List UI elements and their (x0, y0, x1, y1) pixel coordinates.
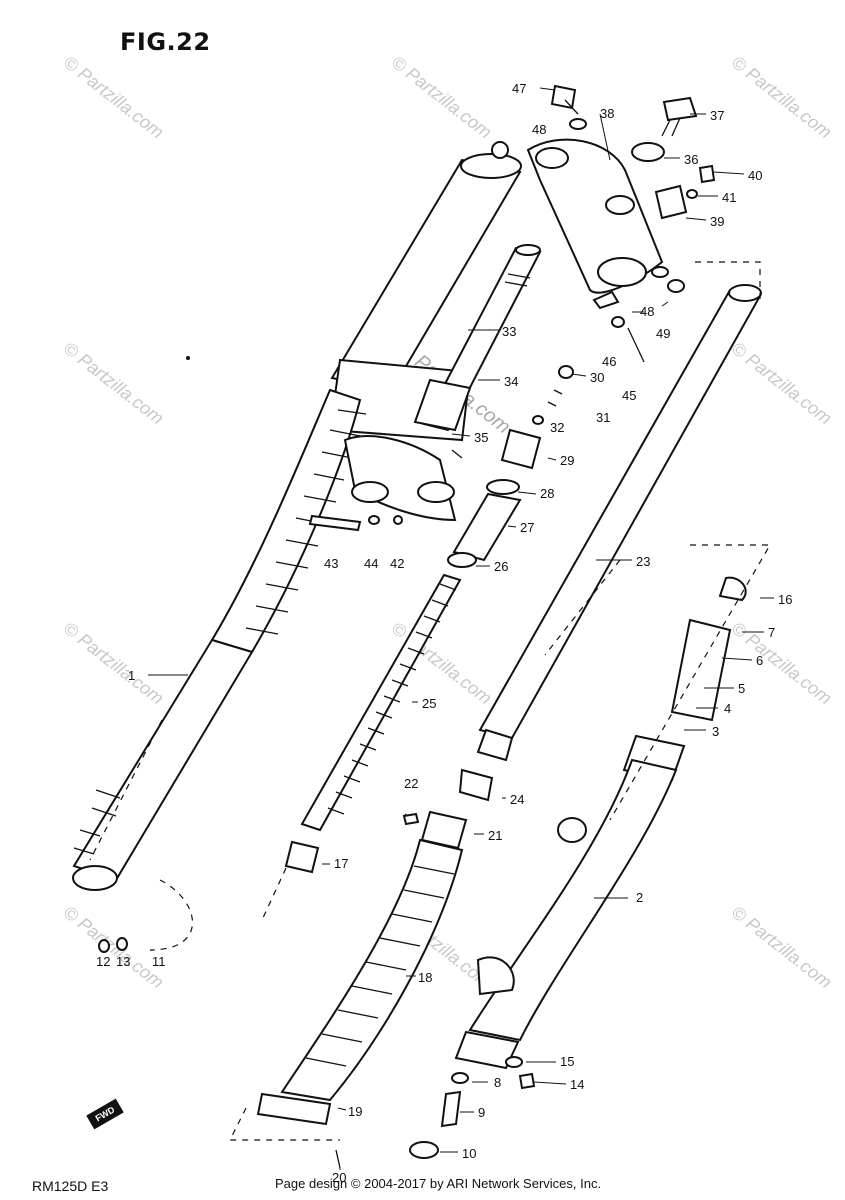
part-label: 11 (152, 954, 166, 969)
part-label: 12 (96, 954, 110, 969)
part-label: 42 (390, 556, 404, 571)
part-label: 2 (636, 890, 643, 905)
part-label: 20 (332, 1170, 346, 1185)
part-label: 44 (364, 556, 378, 571)
part-label: 41 (722, 190, 736, 205)
part-label: 30 (590, 370, 604, 385)
part-label: 35 (474, 430, 488, 445)
inner-tube (476, 261, 762, 762)
part-label: 47 (512, 81, 526, 96)
part-label: 9 (478, 1105, 485, 1120)
inner-fork-parts (261, 365, 574, 921)
part-label: 19 (348, 1104, 362, 1119)
top-hardware (550, 84, 716, 363)
part-label: 46 (602, 354, 616, 369)
part-label: 13 (116, 954, 130, 969)
part-label: 17 (334, 856, 348, 871)
part-label: 25 (422, 696, 436, 711)
part-label: 14 (570, 1077, 584, 1092)
part-label: 18 (418, 970, 432, 985)
part-label: 22 (404, 776, 418, 791)
part-label: 33 (502, 324, 516, 339)
part-label: 38 (600, 106, 614, 121)
part-label: 40 (748, 168, 762, 183)
part-label: 34 (504, 374, 518, 389)
part-label: 39 (710, 214, 724, 229)
part-label: 10 (462, 1146, 476, 1161)
part-label: 24 (510, 792, 524, 807)
outer-tube (454, 544, 772, 1070)
part-label: 8 (494, 1075, 501, 1090)
part-label: 31 (596, 410, 610, 425)
copyright-notice: Page design © 2004-2017 by ARI Network S… (275, 1176, 602, 1191)
part-label: 32 (550, 420, 564, 435)
part-label: 6 (756, 653, 763, 668)
part-label: 45 (622, 388, 636, 403)
leader-lines (148, 87, 774, 1170)
part-label: 15 (560, 1054, 574, 1069)
model-code: RM125D E3 (32, 1178, 109, 1194)
part-label: 43 (324, 556, 338, 571)
part-label: 48 (532, 122, 546, 137)
part-label: 37 (710, 108, 724, 123)
part-label: 28 (540, 486, 554, 501)
lower-bracket (343, 435, 463, 522)
part-label: 7 (768, 625, 775, 640)
steering-stem (413, 244, 542, 432)
part-labels: 1 2 3 4 5 6 7 8 9 10 11 12 13 14 15 16 1… (96, 81, 792, 1185)
bottom-hardware (98, 514, 536, 1169)
part-label: 16 (778, 592, 792, 607)
part-label: 36 (684, 152, 698, 167)
part-label: 29 (560, 453, 574, 468)
part-label: 5 (738, 681, 745, 696)
part-label: 48 (640, 304, 654, 319)
part-label: 4 (724, 701, 731, 716)
part-label: 27 (520, 520, 534, 535)
upper-bracket (526, 138, 664, 310)
part-label: 26 (494, 559, 508, 574)
part-label: 1 (128, 668, 135, 683)
part-label: 23 (636, 554, 650, 569)
part-label: 49 (656, 326, 670, 341)
part-label: 21 (488, 828, 502, 843)
fork-boot (229, 768, 494, 1141)
part-label: 3 (712, 724, 719, 739)
figure-title: FIG.22 (120, 28, 211, 56)
